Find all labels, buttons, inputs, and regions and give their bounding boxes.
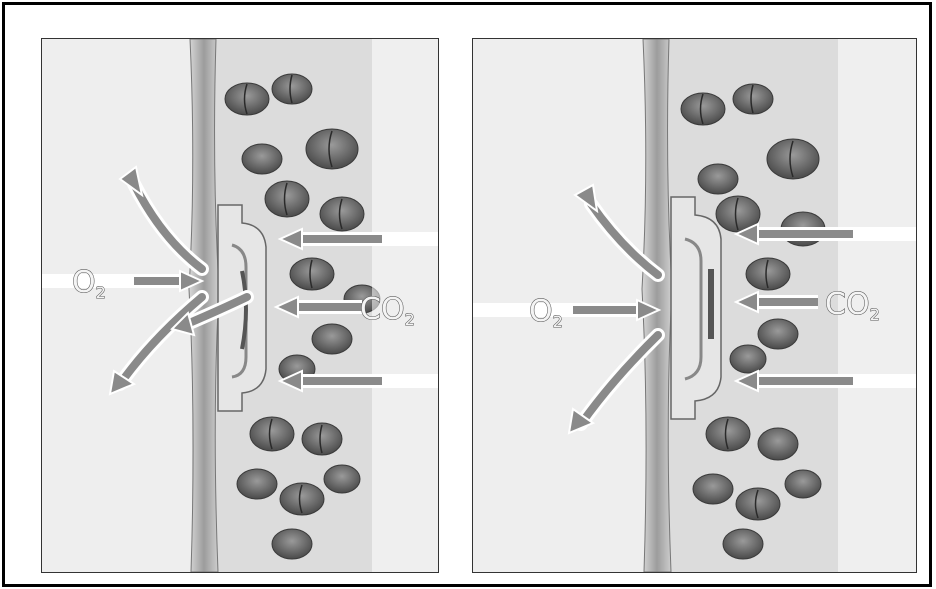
oxygen-arrow: [42, 271, 202, 291]
valve-diagram-right-art: O2 CO2: [473, 39, 916, 572]
valve-diagram-left: O2 CO2: [41, 38, 439, 573]
degassing-valve: [671, 197, 721, 419]
valve-diagram-right: O2 CO2: [472, 38, 917, 573]
valve-diagram-left-art: O2 CO2: [42, 39, 438, 572]
oxygen-arrow: [473, 300, 659, 320]
